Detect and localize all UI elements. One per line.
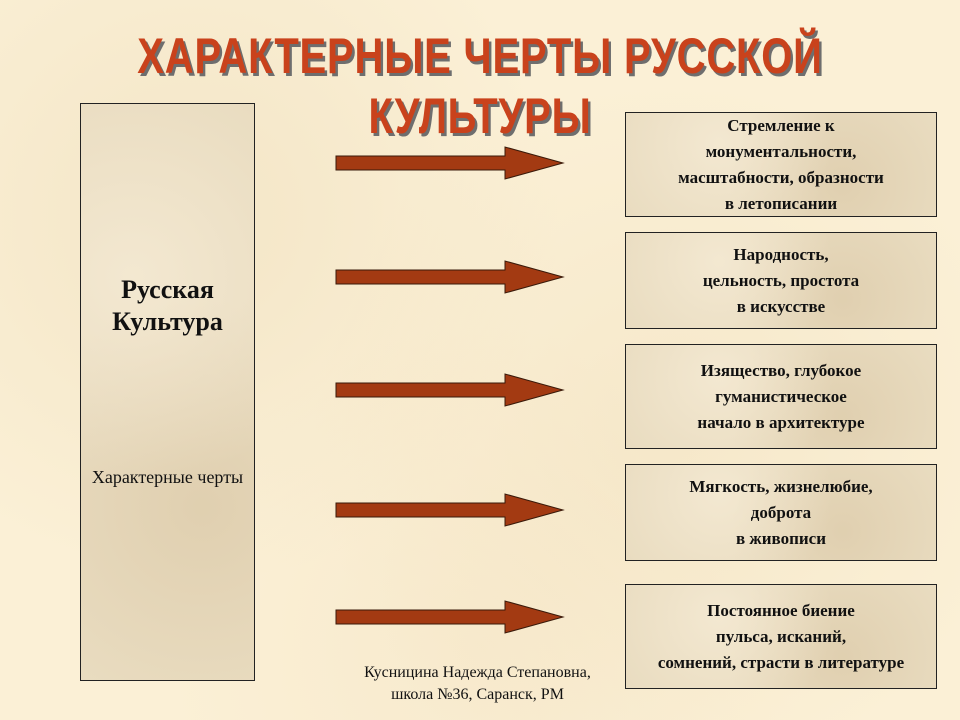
arrow-icon <box>335 493 565 527</box>
arrow-icon <box>335 600 565 634</box>
arrow-icon <box>335 373 565 407</box>
russian-culture-box: Русская Культура Характерные черты <box>80 103 255 681</box>
trait-box-literature: Постоянное биение пульса, исканий, сомне… <box>625 584 937 689</box>
arrow-icon <box>335 260 565 294</box>
slide-title: ХАРАКТЕРНЫЕ ЧЕРТЫ РУССКОЙ КУЛЬТУРЫ <box>137 28 823 144</box>
trait-box-architecture: Изящество, глубокое гуманистическое нача… <box>625 344 937 449</box>
trait-box-painting: Мягкость, жизнелюбие, доброта в живописи <box>625 464 937 561</box>
russian-culture-label: Русская Культура <box>112 275 223 336</box>
trait-box-art: Народность, цельность, простота в искусс… <box>625 232 937 329</box>
characteristic-traits-label: Характерные черты <box>91 467 244 487</box>
author-credit: Кусницина Надежда Степановна, школа №36,… <box>364 664 591 703</box>
trait-box-chronicles: Стремление к монументальности, масштабно… <box>625 112 937 217</box>
arrow-icon <box>335 146 565 180</box>
